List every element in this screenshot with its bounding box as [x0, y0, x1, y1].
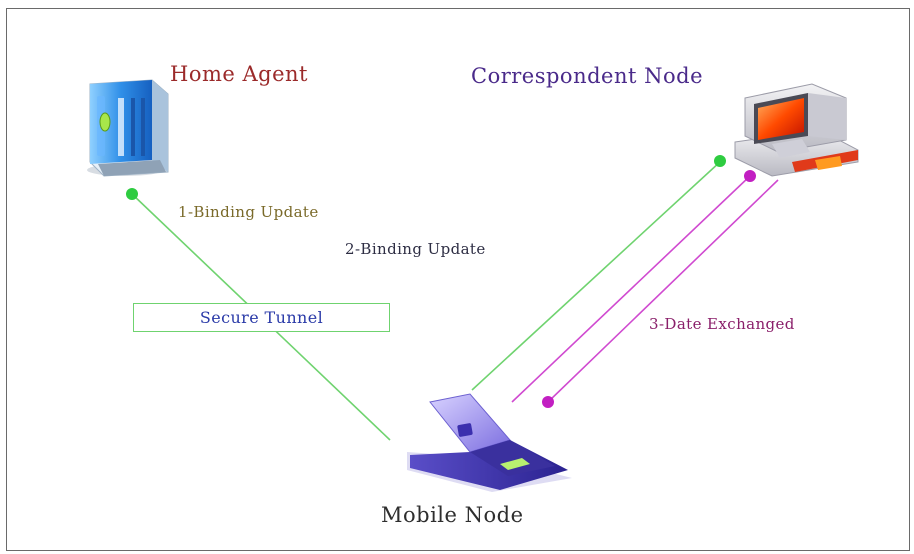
- secure-tunnel-box: Secure Tunnel: [133, 303, 390, 332]
- endpoint-dot: [542, 396, 554, 408]
- correspondent-node-label: Correspondent Node: [471, 64, 704, 88]
- link-data-exchange-up: [511, 175, 751, 403]
- data-exchanged-label: 3-Date Exchanged: [649, 315, 795, 333]
- endpoint-dot: [714, 155, 726, 167]
- link-data-exchange-down: [547, 179, 779, 403]
- endpoint-dot: [126, 188, 138, 200]
- link-binding-update-2: [471, 160, 722, 391]
- binding-update-2-label: 2-Binding Update: [345, 240, 486, 258]
- endpoint-dot: [744, 170, 756, 182]
- server-icon: [87, 79, 169, 177]
- laptop-icon: [407, 393, 572, 492]
- desktop-computer-icon: [734, 83, 859, 177]
- home-agent-label: Home Agent: [170, 62, 308, 86]
- mobile-node-label: Mobile Node: [381, 503, 524, 527]
- secure-tunnel-label: Secure Tunnel: [199, 308, 324, 327]
- binding-update-1-label: 1-Binding Update: [178, 203, 319, 221]
